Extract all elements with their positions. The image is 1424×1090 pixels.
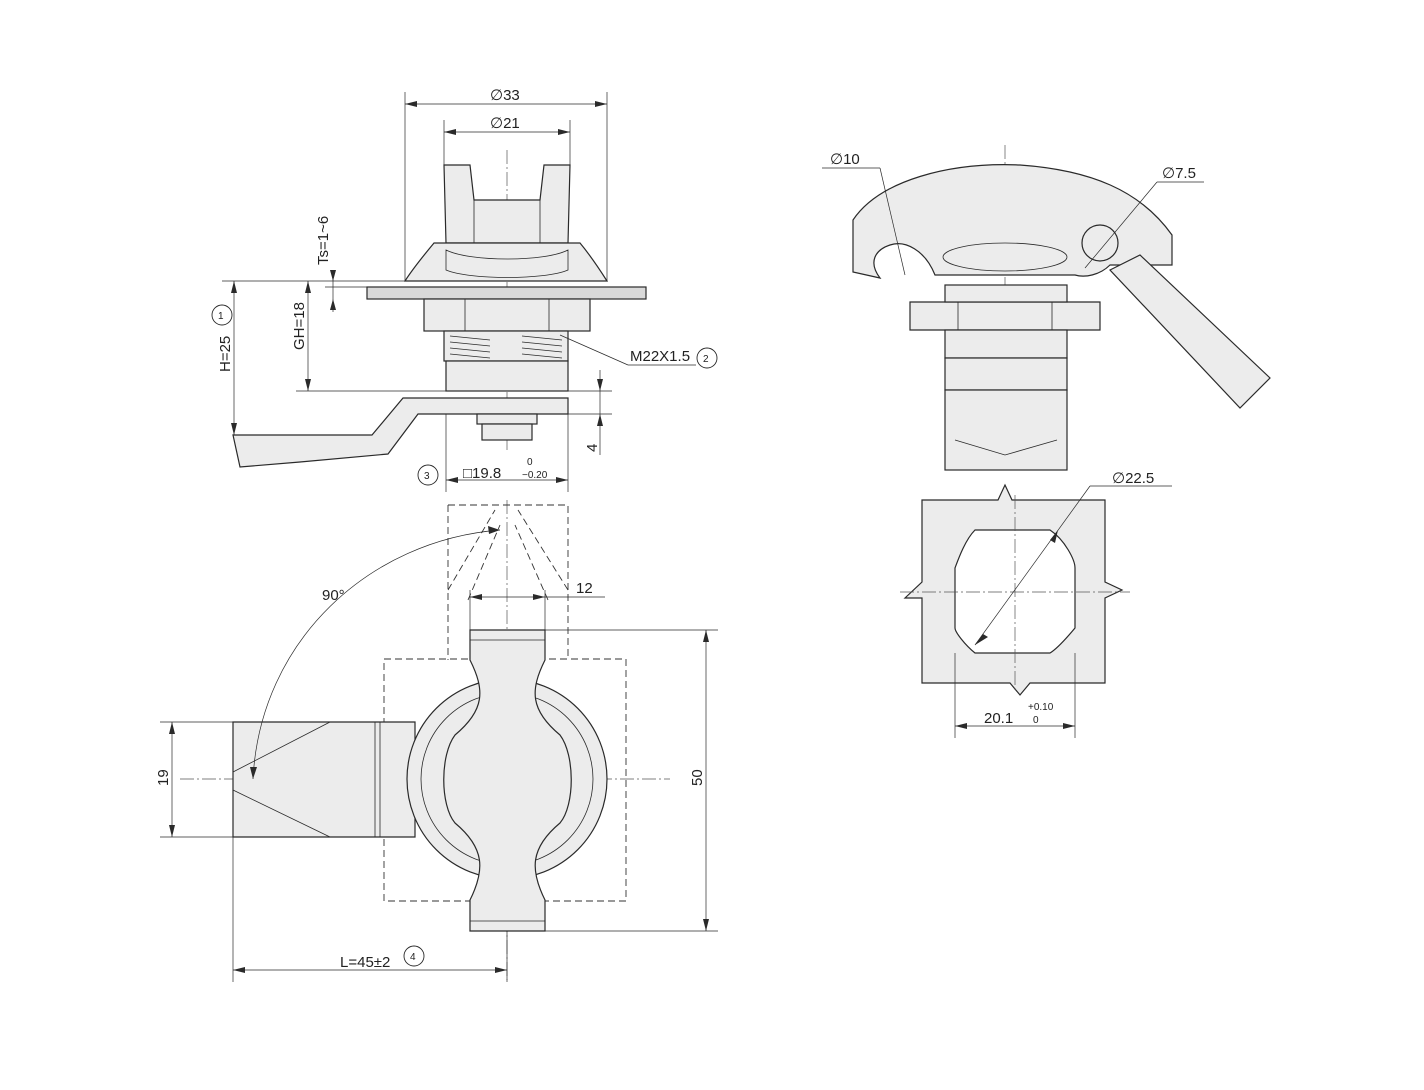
dim-19: 19 [155, 769, 172, 786]
panel-cutout: ∅22.5 20.1 +0.10 0 [900, 470, 1172, 738]
side-view-2-thread-top [944, 284, 1068, 303]
dim-diameter-33: ∅33 [490, 87, 520, 104]
side-view-flange-slot [445, 249, 569, 278]
side-view-door-panel [366, 286, 647, 300]
side-view-thread-lines [449, 335, 563, 359]
side-view-2-pin-hole [1081, 224, 1119, 262]
top-view-cam-rotated [447, 504, 569, 660]
side-view-body [445, 360, 569, 392]
dim-diameter-7-5: ∅7.5 [1162, 165, 1196, 182]
dim-4: 4 [584, 444, 601, 452]
top-view-cam-arm-lines [232, 721, 381, 838]
callout-2: 2 [703, 354, 709, 365]
side-view-2-body-lower [944, 389, 1068, 471]
callout-1: 1 [218, 311, 224, 322]
top-view-cam-rotated-edges [447, 509, 569, 601]
side-view-2-slot [942, 242, 1068, 272]
dim-90-degree: 90° [322, 587, 345, 604]
callout-2-circle [696, 347, 718, 369]
callout-3-circle [417, 464, 439, 486]
dim-diameter-21: ∅21 [490, 115, 520, 132]
side-view-2: ∅10 ∅7.5 [822, 145, 1271, 471]
side-view-2-thread [944, 329, 1068, 359]
dim-12: 12 [576, 580, 593, 597]
dim-square-19-8: □19.8 [463, 465, 501, 482]
dim-h: H=25 [217, 336, 234, 372]
dim-length: L=45±2 [340, 954, 390, 971]
dim-square-tol-upper: 0 [527, 457, 533, 468]
side-view-flange [403, 242, 609, 282]
dim-ts: Ts=1~6 [315, 216, 332, 265]
dim-50: 50 [689, 769, 706, 786]
top-view-rotation-arc [252, 529, 501, 780]
callout-1-circle [211, 304, 233, 326]
callout-3: 3 [424, 471, 430, 482]
dim-diameter-10: ∅10 [830, 151, 860, 168]
top-view: 90° 12 19 50 L=45±2 4 [155, 500, 718, 982]
dim-cutout-20-1: 20.1 [984, 710, 1013, 727]
side-view: ∅33 ∅21 Ts=1~6 GH=18 H=25 1 M22X1.5 2 [211, 87, 718, 492]
dim-square-tol-lower: −0.20 [522, 470, 548, 481]
top-view-handle [443, 629, 572, 932]
dim-cutout-tol-lower: 0 [1033, 715, 1039, 726]
side-view-end-nut [481, 423, 533, 441]
dim-diameter-22-5: ∅22.5 [1112, 470, 1154, 487]
dim-cutout-tol-upper: +0.10 [1028, 702, 1054, 713]
side-view-2-nut [909, 301, 1101, 331]
top-view-cam-arm [232, 721, 416, 838]
side-view-washer [476, 413, 538, 425]
side-view-2-pin [1109, 254, 1271, 409]
dim-gh: GH=18 [291, 302, 308, 350]
side-view-nut [423, 298, 591, 332]
callout-4-circle [403, 945, 425, 967]
dim-thread: M22X1.5 [630, 348, 690, 365]
side-view-2-body [944, 357, 1068, 391]
side-view-2-tip [954, 439, 1058, 456]
callout-4: 4 [410, 952, 416, 963]
